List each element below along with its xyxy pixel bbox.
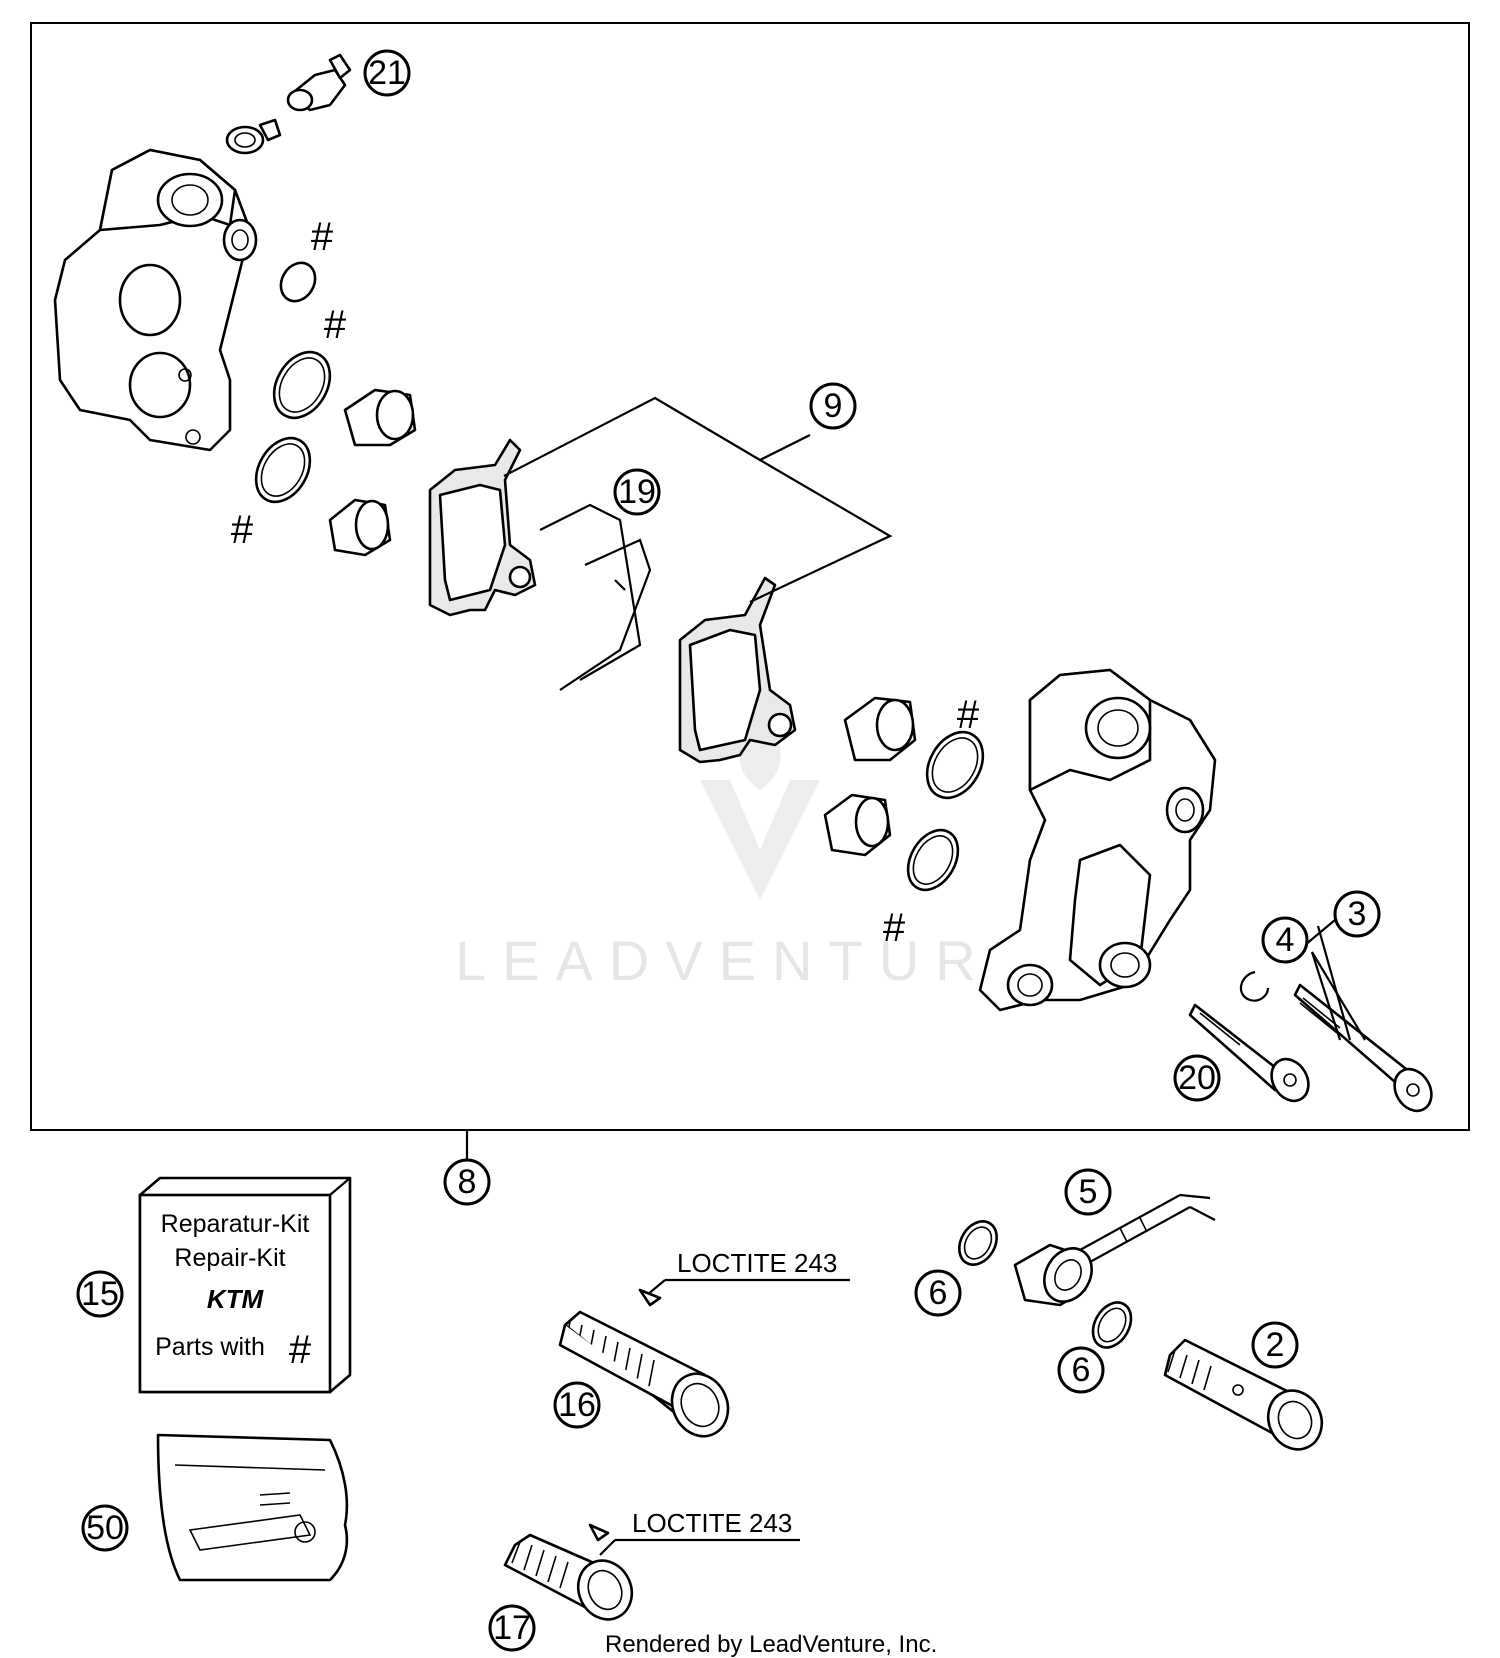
svg-text:8: 8 <box>458 1163 477 1201</box>
svg-text:19: 19 <box>618 473 656 511</box>
hash-mark: # <box>883 906 906 950</box>
ktm-logo: KTM <box>207 1284 265 1314</box>
svg-text:20: 20 <box>1178 1059 1216 1097</box>
loctite-note: LOCTITE 243 <box>632 1508 792 1538</box>
svg-text:6: 6 <box>1072 1351 1091 1389</box>
banjo-bolt <box>1163 1338 1324 1451</box>
svg-text:4: 4 <box>1276 921 1295 959</box>
svg-text:6: 6 <box>929 1274 948 1312</box>
loctite-note: LOCTITE 243 <box>677 1248 837 1278</box>
svg-text:3: 3 <box>1348 895 1367 933</box>
caliper-half-left <box>53 148 258 452</box>
bleeder-valve <box>225 53 352 155</box>
retaining-clip <box>1239 970 1270 1002</box>
hash-mark: # <box>957 693 980 737</box>
hash-mark: # <box>311 215 334 259</box>
svg-text:9: 9 <box>824 387 843 425</box>
callout-6: 6 <box>1057 1346 1105 1394</box>
brake-pad-right <box>678 576 797 764</box>
callout-19: 19 <box>613 468 661 516</box>
pistons-right <box>823 696 917 857</box>
seal-rings-right <box>906 730 985 892</box>
svg-text:21: 21 <box>368 54 406 92</box>
svg-text:5: 5 <box>1079 1173 1098 1211</box>
repair-kit-box: Reparatur-Kit Repair-Kit KTM Parts with … <box>138 1176 352 1394</box>
callout-4: 4 <box>1261 916 1309 964</box>
repair-kit-line3: Parts with <box>155 1333 265 1361</box>
hash-mark: # <box>324 303 347 347</box>
caliper-half-right <box>978 668 1217 1012</box>
bolt-16 <box>558 1288 730 1438</box>
callout-15: 15 <box>76 1270 124 1318</box>
watermark: LEADVENTURE <box>455 700 1045 992</box>
bolt-long <box>1293 983 1433 1113</box>
banjo-fitting <box>958 1193 1216 1349</box>
bolt-short <box>1188 1003 1310 1103</box>
repair-kit-hash: # <box>289 1328 312 1372</box>
bolt-17 <box>503 1523 634 1621</box>
callout-16: 16 <box>553 1381 601 1429</box>
svg-text:50: 50 <box>86 1509 124 1547</box>
callout-9: 9 <box>809 382 857 430</box>
repair-kit-line2: Repair-Kit <box>174 1244 285 1272</box>
svg-text:17: 17 <box>493 1609 531 1647</box>
leader-lines <box>465 396 1366 1556</box>
callout-8: 8 <box>443 1158 491 1206</box>
seal-rings-left <box>254 261 332 504</box>
callout-6: 6 <box>914 1269 962 1317</box>
callout-17: 17 <box>488 1604 536 1652</box>
callout-21: 21 <box>363 49 411 97</box>
callout-20: 20 <box>1173 1054 1221 1102</box>
brake-pad-left <box>428 438 537 617</box>
hash-mark: # <box>231 508 254 552</box>
hash-marks: # # # # # <box>231 215 980 950</box>
callout-5: 5 <box>1064 1168 1112 1216</box>
svg-text:2: 2 <box>1266 1326 1285 1364</box>
pad-spring <box>539 503 652 691</box>
callouts: 21 9 19 4 3 20 8 15 50 16 17 5 6 6 2 <box>76 49 1381 1652</box>
svg-text:15: 15 <box>81 1275 119 1313</box>
assembly-box <box>30 22 1470 1131</box>
callout-3: 3 <box>1333 890 1381 938</box>
repair-kit-line1: Reparatur-Kit <box>161 1210 310 1238</box>
grease-pack <box>156 1433 349 1582</box>
watermark-text: LEADVENTURE <box>455 929 1045 992</box>
svg-text:16: 16 <box>558 1386 596 1424</box>
footer-credit: Rendered by LeadVenture, Inc. <box>605 1631 937 1658</box>
callout-50: 50 <box>81 1504 129 1552</box>
pistons-left <box>328 388 417 557</box>
callout-2: 2 <box>1251 1321 1299 1369</box>
